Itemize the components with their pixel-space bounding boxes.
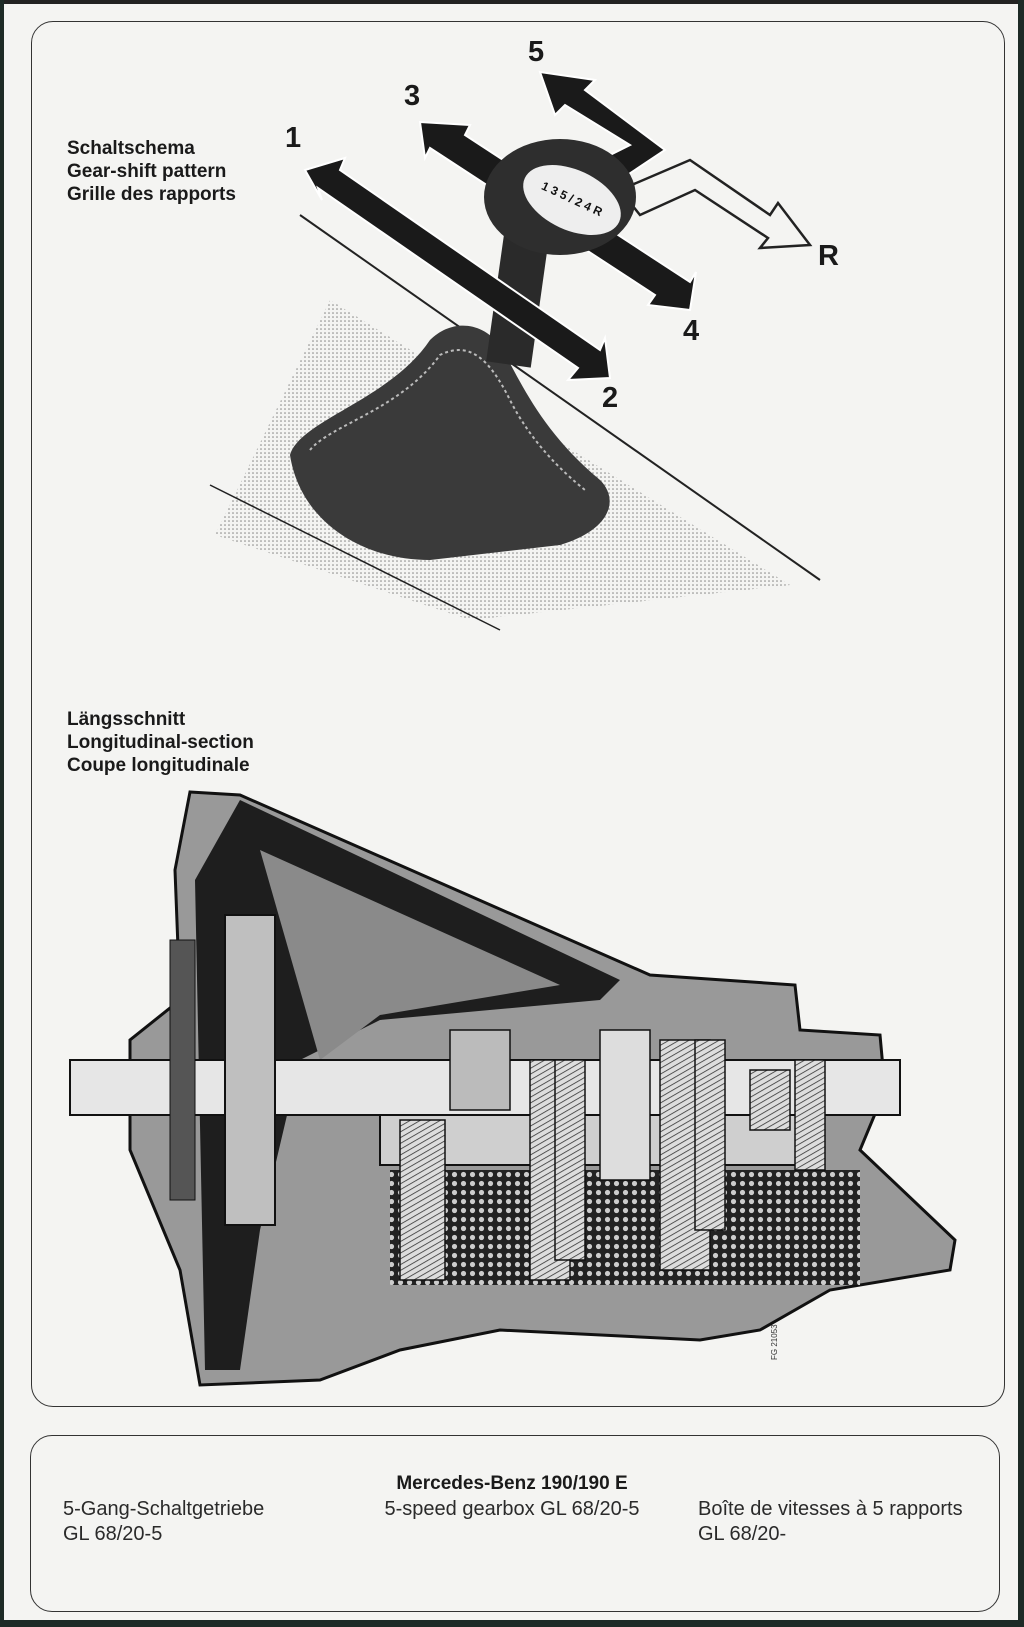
caption-de-line: GL 68/20-5: [63, 1523, 163, 1545]
arrow-1-2: [303, 156, 612, 382]
knob-pattern-plate: [523, 165, 621, 235]
caption-fr-line: Boîte de vitesses à 5 rapports: [698, 1498, 963, 1520]
gear-label-3: 3: [404, 80, 421, 112]
caption-en: 5-speed gearbox GL 68/20-5: [0, 1497, 1024, 1522]
caption-de: 5-Gang-Schaltgetriebe GL 68/20-5: [63, 1497, 264, 1547]
gear-label-1: 1: [285, 122, 302, 154]
gear-label-2: 2: [602, 382, 619, 414]
label-en: Gear-shift pattern: [67, 161, 227, 182]
clutch-housing: [169, 939, 196, 1201]
figure-code: FG 21053: [770, 1324, 779, 1360]
scan-edge: [0, 1620, 1024, 1627]
label-fr: Grille des rapports: [67, 184, 236, 205]
caption-title: Mercedes-Benz 190/190 E: [396, 1473, 628, 1494]
gear-label-4: 4: [683, 315, 700, 347]
shift-pattern-title: Schaltschema Gear-shift pattern Grille d…: [67, 137, 236, 206]
arrow-reverse: [617, 158, 813, 250]
scan-edge: [0, 0, 4, 1627]
label-de: Schaltschema: [67, 138, 195, 159]
clutch-assembly: [224, 914, 276, 1226]
scan-edge: [0, 0, 1024, 4]
illustration-frame: [31, 21, 1005, 1407]
label-fr: Coupe longitudinale: [67, 755, 250, 776]
caption-fr: Boîte de vitesses à 5 rapports GL 68/20-: [698, 1497, 963, 1547]
caption-frame: [30, 1435, 1000, 1612]
label-en: Longitudinal-section: [67, 732, 254, 753]
section-title: Längsschnitt Longitudinal-section Coupe …: [67, 708, 254, 777]
shift-boot: [290, 325, 610, 560]
caption-fr-line: GL 68/20-: [698, 1523, 787, 1545]
gear-label-r: R: [818, 240, 839, 272]
oil-pan-mesh: [390, 1170, 860, 1285]
caption-en-line: 5-speed gearbox GL 68/20-5: [384, 1498, 640, 1520]
gears: [399, 1029, 826, 1281]
console-edge: [299, 214, 821, 581]
label-de: Längsschnitt: [67, 709, 186, 730]
scan-edge: [1018, 0, 1024, 1627]
gear-shift-illustration: [209, 70, 821, 631]
countershaft: [379, 1114, 801, 1166]
gearbox-section-illustration: [69, 790, 957, 1387]
caption-de-line: 5-Gang-Schaltgetriebe: [63, 1498, 265, 1520]
gear-label-5: 5: [528, 36, 545, 68]
